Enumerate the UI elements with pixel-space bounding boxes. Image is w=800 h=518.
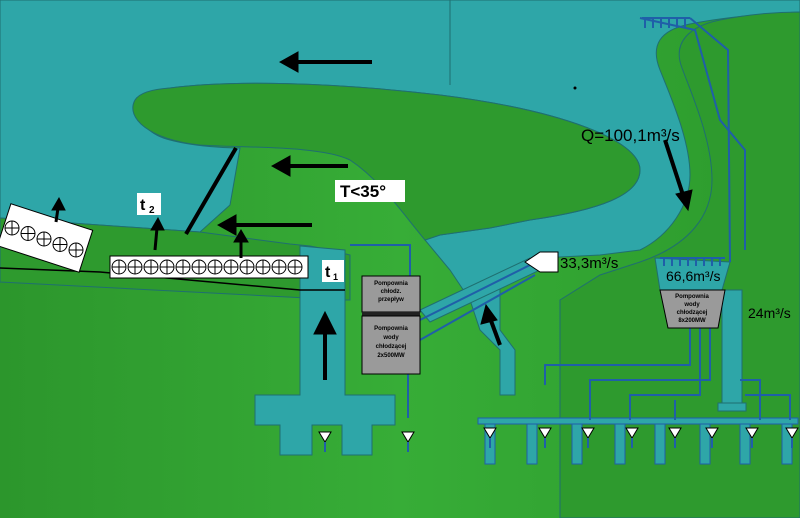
exchanger-icon <box>68 242 84 258</box>
arrow-icon <box>216 214 312 236</box>
marker-dot <box>573 86 577 90</box>
exchanger-icon <box>255 259 271 275</box>
exchanger-icon <box>159 259 175 275</box>
exchanger-icon <box>271 259 287 275</box>
pipelines <box>350 17 791 420</box>
flow-q-label: Q=100,1m³/s <box>581 126 680 145</box>
canal-line-2 <box>419 274 536 341</box>
pump2-label-1: Pompownia <box>374 326 408 332</box>
exchanger-icon <box>223 259 239 275</box>
intake-nozzle-icon <box>524 251 559 273</box>
pump1-label-3: przepływ <box>378 297 404 303</box>
temp-label: T<35° <box>340 182 386 201</box>
flow-24-label: 24m³/s <box>748 305 791 321</box>
arrow-icon <box>233 229 249 258</box>
exchanger-icon <box>207 259 223 275</box>
right-channel <box>721 289 743 406</box>
pump-building-1: Pompownia chłodz. przepływ <box>361 275 421 313</box>
exchanger-icon <box>111 259 127 275</box>
valve-icon <box>745 427 759 439</box>
pump2-label-4: 2x500MW <box>377 353 405 359</box>
valve-set <box>318 427 799 452</box>
exchanger-icon <box>175 259 191 275</box>
valve-icon <box>785 427 799 439</box>
temp-label-bg <box>335 180 405 202</box>
pump1-label-1: Pompownia <box>374 281 408 287</box>
exchanger-icon <box>36 231 52 247</box>
valve-icon <box>318 431 332 443</box>
flow-33-label: 33,3m³/s <box>560 255 618 272</box>
exchanger-icon <box>20 226 36 241</box>
arrow-icon <box>278 51 372 73</box>
valve-icon <box>705 427 719 439</box>
right-channel-base <box>717 402 747 412</box>
pump2-label-2: wody <box>382 335 399 341</box>
pump-divider <box>362 312 420 316</box>
valve-icon <box>538 427 552 439</box>
valve-icon <box>483 427 497 439</box>
t2-label-bg <box>137 193 161 215</box>
shore-line <box>0 267 345 291</box>
exchanger-icon <box>191 259 207 275</box>
flow-66-label: 66,6m³/s <box>666 268 720 284</box>
screen-icon <box>642 17 690 28</box>
t2-subscript: 2 <box>149 205 155 216</box>
canal-line-1 <box>419 264 531 321</box>
valve-icon <box>581 427 595 439</box>
arrow-icon <box>480 303 502 346</box>
exchanger-icon <box>287 259 303 275</box>
exchanger-icon <box>4 220 20 236</box>
flow-arrows <box>51 51 693 380</box>
pump3-label-4: 8x200MW <box>678 318 706 324</box>
t2-label: t <box>140 197 146 214</box>
peninsula <box>132 82 641 241</box>
t1-subscript: 1 <box>333 272 338 282</box>
valve-icon <box>401 431 415 443</box>
pump2-label-3: chłodzącej <box>376 344 407 350</box>
t1-label-bg <box>322 260 344 282</box>
exchanger-icon <box>52 237 68 252</box>
pump1-label-2: chłodz. <box>381 289 402 295</box>
pump-building-3: Pompownia wody chłodzącej 8x200MW <box>659 289 726 329</box>
exchanger-icon-set <box>4 220 303 275</box>
pump-building-2: Pompownia wody chłodzącej 2x500MW <box>361 315 421 375</box>
arrow-icon <box>270 155 348 177</box>
arrow-icon <box>150 216 165 251</box>
exchanger-icon <box>143 259 159 275</box>
pump3-label-2: wody <box>683 302 700 308</box>
pump3-screen-icon <box>660 257 725 266</box>
exchanger-icon <box>127 259 143 275</box>
arrow-icon <box>184 146 238 236</box>
arrow-icon <box>663 139 693 212</box>
pump3-label-1: Pompownia <box>675 294 709 300</box>
exchanger-icon <box>239 259 255 275</box>
t1-label: t <box>325 264 331 281</box>
pump3-label-3: chłodzącej <box>677 310 708 316</box>
valve-icon <box>668 427 682 439</box>
arrow-icon <box>313 310 337 380</box>
arrow-icon <box>51 196 66 223</box>
valve-icon <box>625 427 639 439</box>
